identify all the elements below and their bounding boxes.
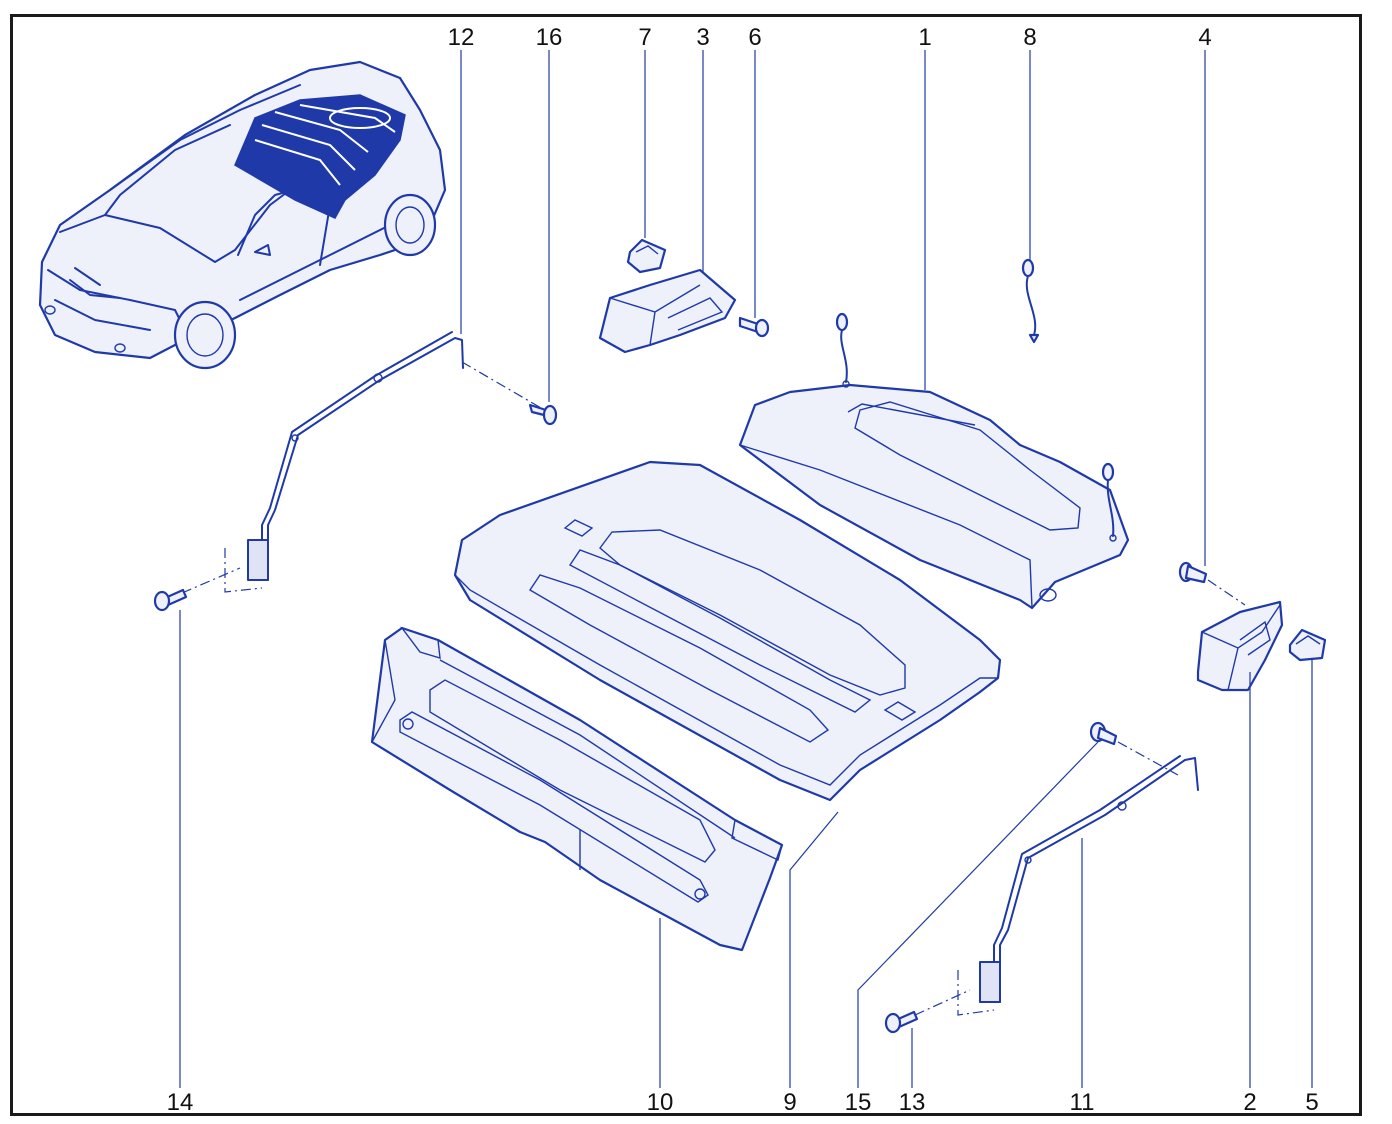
diagram-frame	[10, 14, 1362, 1116]
part-15-screw	[1089, 721, 1179, 776]
leader-lines	[179, 50, 1313, 1088]
part-9-shelf-panel	[453, 460, 1002, 802]
label-8: 8	[1023, 24, 1037, 51]
label-4: 4	[1198, 24, 1212, 51]
part-8-cord	[1021, 258, 1040, 344]
part-10-rear-panel	[370, 626, 784, 952]
label-6: 6	[748, 24, 762, 51]
label-2: 2	[1243, 1089, 1257, 1116]
part-16-screw	[528, 403, 558, 426]
label-10: 10	[646, 1089, 674, 1116]
label-3: 3	[696, 24, 710, 51]
part-2-right-bracket	[1196, 600, 1284, 692]
label-7: 7	[638, 24, 652, 51]
label-1: 1	[918, 24, 932, 51]
part-3-left-bracket	[598, 268, 737, 354]
part-4-screw	[1178, 561, 1246, 606]
part-12-left-support-rod	[181, 331, 549, 594]
label-13: 13	[898, 1089, 926, 1116]
label-15: 15	[844, 1089, 872, 1116]
label-5: 5	[1305, 1089, 1319, 1116]
part-6-screw	[738, 316, 770, 338]
label-12: 12	[447, 24, 475, 51]
label-11: 11	[1069, 1089, 1095, 1116]
label-9: 9	[783, 1089, 797, 1116]
part-14-screw	[153, 588, 188, 612]
car-overview-illustration	[38, 60, 447, 370]
label-16: 16	[535, 24, 563, 51]
part-13-screw	[884, 1010, 919, 1034]
part-7-clip	[626, 238, 667, 274]
part-1-parcel-shelf	[738, 312, 1130, 610]
part-5-clip	[1288, 628, 1327, 662]
label-14: 14	[166, 1089, 194, 1116]
part-11-right-support-rod	[914, 755, 1199, 1016]
